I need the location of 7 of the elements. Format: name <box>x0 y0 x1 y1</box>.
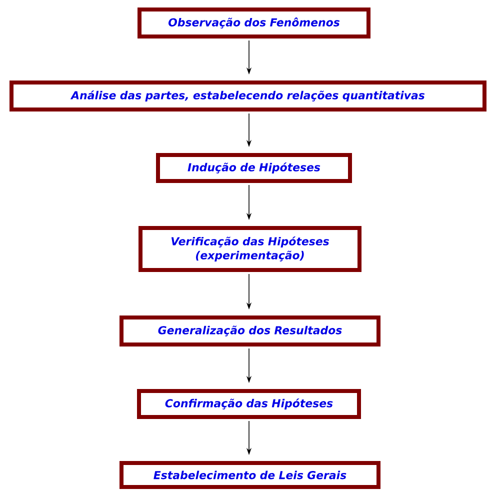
process-box: Verificação das Hipóteses (experimentação) <box>138 226 362 272</box>
process-box: Confirmação das Hipóteses <box>137 389 361 419</box>
process-box: Estabelecimento de Leis Gerais <box>120 461 380 489</box>
process-box: Generalização dos Resultados <box>120 316 380 346</box>
process-box: Análise das partes, estabelecendo relações quantitativas <box>10 80 486 112</box>
process-box: Observação dos Fenômenos <box>138 8 370 38</box>
process-box: Indução de Hipóteses <box>156 153 352 183</box>
